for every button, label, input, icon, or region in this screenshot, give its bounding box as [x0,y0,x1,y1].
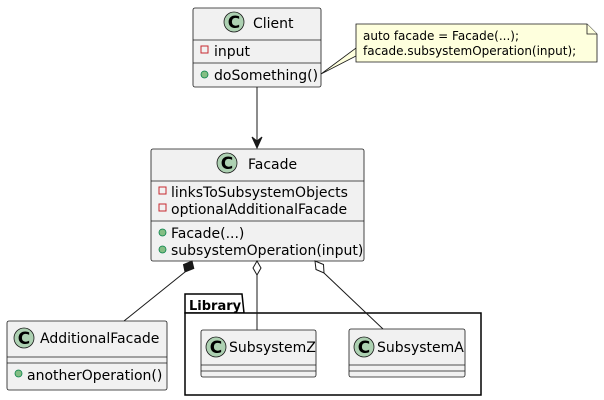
note-fold [586,24,597,35]
package-label: Library [189,299,242,314]
private-marker [200,45,209,54]
class-icon-letter: C [210,338,222,358]
class-icon-letter: C [18,329,30,349]
class-client[interactable]: C Client input doSomething() [192,7,322,88]
facade-operation-constructor: Facade(...) [171,226,244,242]
class-additional-facade-name: AdditionalFacade [40,331,159,347]
facade-attribute-links: linksToSubsystemObjects [171,185,348,201]
note-line-1: auto facade = Facade(...); [363,29,519,43]
aggregation-facade-subsystemz [252,259,262,330]
class-subsystem-z[interactable]: C SubsystemZ [200,329,317,378]
class-icon-letter: C [228,13,240,33]
note-link [320,47,357,75]
aggregation-facade-subsystema [314,260,384,330]
class-icon [205,336,227,358]
facade-attribute-optional: optionalAdditionalFacade [171,202,347,218]
class-icon-letter: C [221,154,233,174]
class-facade-name: Facade [248,157,297,173]
private-marker [158,203,167,212]
additional-facade-operation: anotherOperation() [27,368,162,384]
association-client-facade [251,87,263,150]
class-icon [216,152,238,174]
public-marker [14,369,23,378]
facade-operation-subsystem: subsystemOperation(input) [171,243,363,259]
note-line-2: facade.subsystemOperation(input); [363,44,576,58]
private-marker [158,186,167,195]
public-marker [200,70,209,79]
note: auto facade = Facade(...); facade.subsys… [320,23,598,75]
composition-line [123,271,186,322]
class-subsystem-z-name: SubsystemZ [229,340,316,356]
note-body [355,23,598,63]
class-additional-facade[interactable]: C AdditionalFacade anotherOperation() [6,320,168,391]
composition-facade-additional [123,260,195,322]
class-subsystem-a[interactable]: C SubsystemA [348,328,466,378]
class-icon [353,336,375,358]
client-attribute-input: input [214,44,251,60]
aggregation-diamond [314,260,325,274]
public-marker [158,245,167,254]
aggregation-diamond [252,259,262,277]
class-icon-letter: C [358,338,370,358]
public-marker [158,228,167,237]
class-icon [13,327,35,349]
class-additional-facade-box [6,320,168,391]
composition-diamond [182,260,195,273]
class-icon [223,11,245,33]
class-facade[interactable]: C Facade linksToSubsystemObjects optiona… [150,148,365,262]
class-client-name: Client [253,16,294,32]
class-subsystem-a-name: SubsystemA [377,340,464,356]
arrow-head [251,136,263,150]
client-operation-dosomething: doSomething() [214,68,318,84]
aggregation-line [323,272,384,330]
